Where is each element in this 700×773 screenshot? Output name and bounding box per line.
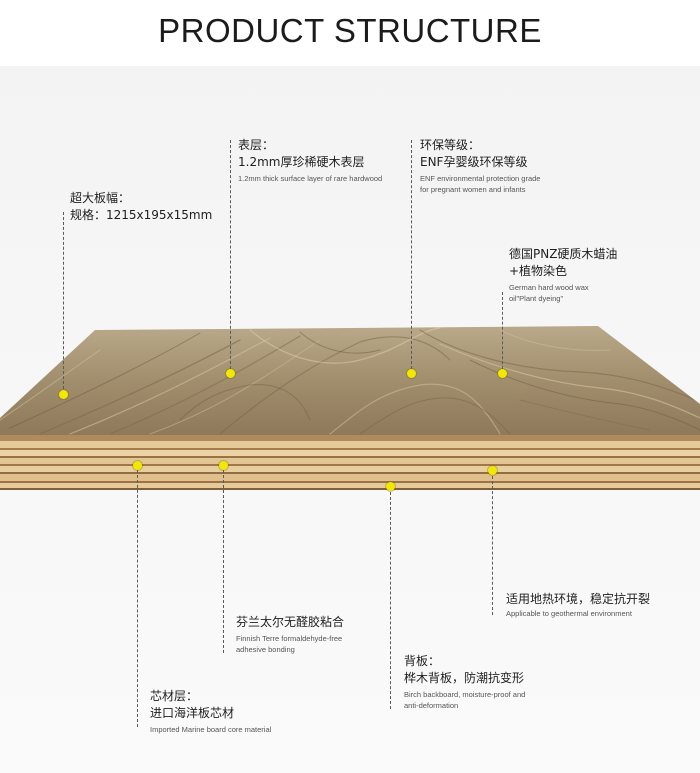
callout-size-spec: 规格：1215x195x15mm — [70, 208, 213, 222]
callout-wax-en2: oil"Plant dyeing" — [509, 294, 564, 303]
callout-core-title: 芯材层： — [150, 689, 199, 703]
marker-dot-enf — [407, 369, 416, 378]
callout-surface-title: 表层： — [238, 138, 275, 152]
leader-line-size — [63, 212, 64, 394]
leader-line-enf — [411, 140, 412, 374]
leader-line-backboard — [390, 487, 391, 709]
marker-dot-size — [59, 390, 68, 399]
callout-wax-en1: German hard wood wax — [509, 283, 589, 292]
callout-backboard-en2: anti-deformation — [404, 701, 459, 710]
callout-surface: 表层： 1.2mm厚珍稀硬木表层 1.2mm thick surface lay… — [238, 137, 382, 184]
veneer-edge — [0, 435, 700, 441]
callout-core: 芯材层： 进口海洋板芯材 Imported Marine board core … — [150, 688, 271, 735]
callout-size-title: 超大板幅： — [70, 191, 131, 205]
callout-enf: 环保等级： ENF孕婴级环保等级 ENF environmental prote… — [420, 137, 540, 195]
marker-dot-adhesive — [219, 461, 228, 470]
callout-enf-desc: ENF孕婴级环保等级 — [420, 155, 528, 169]
callout-enf-en2: for pregnant women and infants — [420, 185, 526, 194]
marker-dot-surface — [226, 369, 235, 378]
leader-line-adhesive — [223, 465, 224, 653]
top-wood-surface — [0, 326, 700, 435]
callout-backboard: 背板： 桦木背板，防潮抗变形 Birch backboard, moisture… — [404, 653, 525, 711]
plank-edge-layers — [0, 441, 700, 490]
callout-surface-en: 1.2mm thick surface layer of rare hardwo… — [238, 174, 383, 183]
callout-wax: 德国PNZ硬质木蜡油 +植物染色 German hard wood wax oi… — [509, 246, 617, 304]
page-title: PRODUCT STRUCTURE — [158, 12, 542, 49]
callout-enf-title: 环保等级： — [420, 138, 481, 152]
header: PRODUCT STRUCTURE — [0, 0, 700, 66]
leader-line-surface — [230, 140, 231, 374]
callout-surface-desc: 1.2mm厚珍稀硬木表层 — [238, 155, 365, 169]
callout-backboard-en1: Birch backboard, moisture-proof and — [404, 690, 526, 699]
callout-geothermal-desc: 适用地热环境，稳定抗开裂 — [506, 592, 651, 606]
leader-line-geothermal — [492, 471, 493, 615]
callout-geothermal: 适用地热环境，稳定抗开裂 Applicable to geothermal en… — [506, 591, 650, 619]
callout-adhesive-en2: adhesive bonding — [236, 645, 295, 654]
callout-adhesive: 芬兰太尔无醛胶粘合 Finnish Terre formaldehyde-fre… — [236, 614, 344, 655]
callout-backboard-title: 背板： — [404, 654, 441, 668]
marker-dot-geothermal — [488, 466, 497, 475]
callout-enf-en1: ENF environmental protection grade — [420, 174, 541, 183]
callout-adhesive-en1: Finnish Terre formaldehyde-free — [236, 634, 343, 643]
callout-adhesive-desc: 芬兰太尔无醛胶粘合 — [236, 615, 345, 629]
marker-dot-core — [133, 461, 142, 470]
leader-line-wax — [502, 292, 503, 374]
callout-size: 超大板幅： 规格：1215x195x15mm — [70, 190, 212, 224]
callout-core-desc: 进口海洋板芯材 — [150, 706, 235, 720]
callout-wax-title: 德国PNZ硬质木蜡油 — [509, 247, 618, 261]
marker-dot-wax — [498, 369, 507, 378]
callout-core-en: Imported Marine board core material — [150, 725, 272, 734]
callout-wax-desc: +植物染色 — [509, 264, 568, 278]
callout-geothermal-en: Applicable to geothermal environment — [506, 609, 632, 618]
marker-dot-backboard — [386, 482, 395, 491]
callout-backboard-desc: 桦木背板，防潮抗变形 — [404, 671, 525, 685]
leader-line-core — [137, 465, 138, 727]
